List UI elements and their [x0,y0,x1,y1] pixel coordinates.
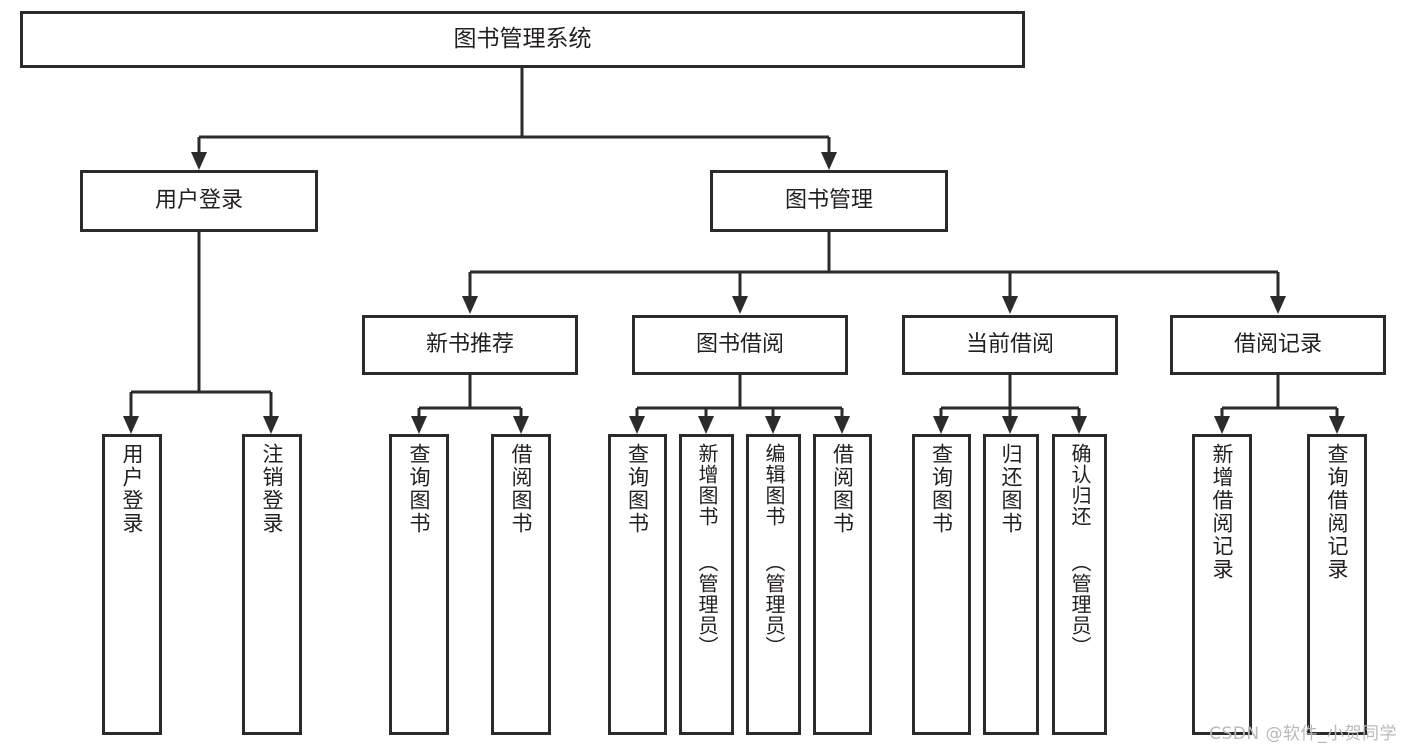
node-label: 新增图书 （管理员） [695,443,719,657]
leaf-record-query-record[interactable]: 查询借阅记录 [1307,434,1367,735]
csdn-watermark: CSDN @软件_小贺同学 [1209,724,1397,744]
node-label: 图书管理系统 [453,26,592,53]
leaf-borrow-edit-book-admin[interactable]: 编辑图书 （管理员） [746,434,801,735]
node-label: 新书推荐 [425,332,514,358]
node-label: 归还图书 [999,443,1024,535]
node-book-management[interactable]: 图书管理 [710,170,948,232]
node-root-system[interactable]: 图书管理系统 [20,11,1025,68]
node-label: 编辑图书 （管理员） [762,443,786,657]
node-label: 注销登录 [260,443,285,535]
node-label: 图书管理 [784,188,873,214]
node-label: 确认归还 （管理员） [1068,443,1092,657]
leaf-current-query-book[interactable]: 查询图书 [912,434,971,735]
node-label: 查询图书 [625,443,650,535]
node-user-login[interactable]: 用户登录 [80,170,318,232]
leaf-user-login-signin[interactable]: 用户登录 [102,434,162,735]
node-label: 查询借阅记录 [1325,443,1350,581]
leaf-borrow-add-book-admin[interactable]: 新增图书 （管理员） [679,434,734,735]
node-label: 借阅记录 [1233,332,1322,358]
leaf-current-confirm-return-admin[interactable]: 确认归还 （管理员） [1052,434,1107,735]
leaf-borrow-borrow-book[interactable]: 借阅图书 [813,434,872,735]
node-label: 新增借阅记录 [1210,443,1235,581]
node-label: 用户登录 [154,188,243,214]
node-label: 用户登录 [120,443,145,535]
leaf-recommend-borrow-book[interactable]: 借阅图书 [491,434,551,735]
leaf-borrow-query-book[interactable]: 查询图书 [608,434,667,735]
leaf-user-login-signout[interactable]: 注销登录 [242,434,302,735]
leaf-current-return-book[interactable]: 归还图书 [983,434,1039,735]
node-label: 查询图书 [407,443,432,535]
node-label: 当前借阅 [965,332,1054,358]
node-new-book-recommend[interactable]: 新书推荐 [362,315,578,375]
node-borrow-record[interactable]: 借阅记录 [1170,315,1386,375]
node-label: 图书借阅 [695,332,784,358]
node-label: 借阅图书 [830,443,855,535]
leaf-recommend-query-book[interactable]: 查询图书 [389,434,449,735]
leaf-record-add-record[interactable]: 新增借阅记录 [1192,434,1252,735]
node-book-borrow[interactable]: 图书借阅 [632,315,848,375]
node-current-borrow[interactable]: 当前借阅 [902,315,1118,375]
node-label: 查询图书 [929,443,954,535]
node-label: 借阅图书 [509,443,534,535]
